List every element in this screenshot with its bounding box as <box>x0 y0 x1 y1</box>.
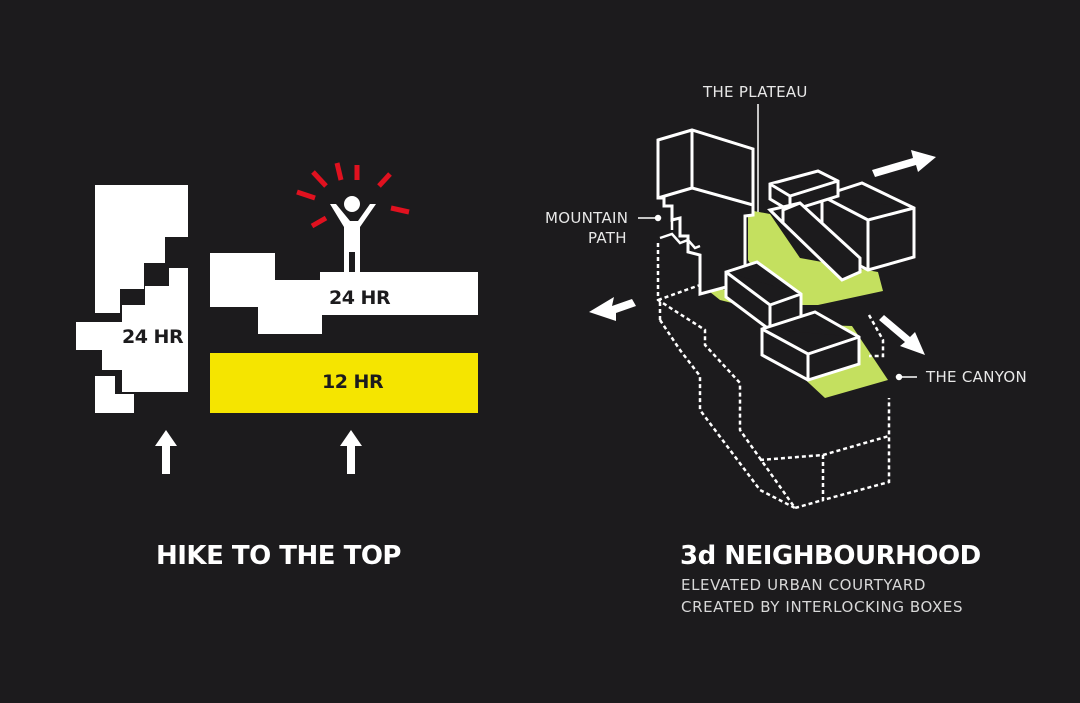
person-figure <box>330 196 376 272</box>
plateau-label: THE PLATEAU <box>703 83 808 101</box>
leader-lines <box>638 104 917 381</box>
stair-time-label: 24 HR <box>122 326 184 348</box>
left-title: HIKE TO THE TOP <box>156 541 401 571</box>
mountain-path-label-line2: PATH <box>588 229 627 247</box>
arrow-left <box>589 297 636 321</box>
tall-tower <box>656 128 755 296</box>
stair-block <box>76 185 188 413</box>
front-box <box>760 310 861 382</box>
small-top-box <box>768 169 840 213</box>
mountain-path-label-line1: MOUNTAIN <box>545 209 629 227</box>
long-bar-box <box>767 201 862 282</box>
arrow-down-right <box>879 315 925 355</box>
right-title: 3d NEIGHBOURHOOD <box>680 541 981 571</box>
right-subtitle-line1: ELEVATED URBAN COURTYARD <box>681 576 926 594</box>
up-arrow-right <box>340 430 362 474</box>
arrow-up-right <box>872 150 936 177</box>
top-block-time-label: 24 HR <box>329 287 391 309</box>
dashed-podium <box>656 243 891 510</box>
yellow-block-time-label: 12 HR <box>322 371 384 393</box>
top-white-block <box>210 253 478 334</box>
up-arrow-left <box>155 430 177 474</box>
yellow-block <box>210 353 478 413</box>
celebration-rays <box>296 162 410 229</box>
mountain-path-notches <box>659 220 701 250</box>
canyon-label: THE CANYON <box>926 368 1028 386</box>
right-subtitle-line2: CREATED BY INTERLOCKING BOXES <box>681 598 964 616</box>
